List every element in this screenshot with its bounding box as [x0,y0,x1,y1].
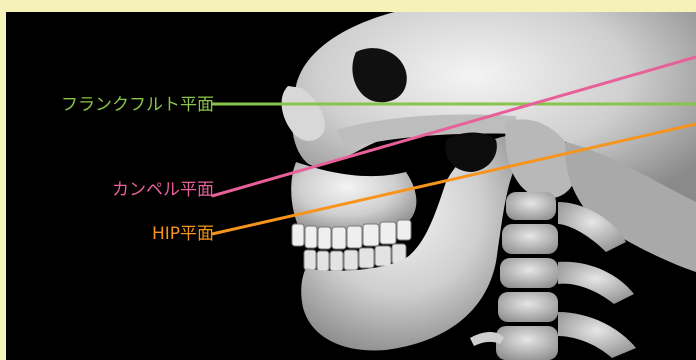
skull-3d-ct-image [6,12,696,360]
camper-plane-label: カンペル平面 [112,180,214,200]
hip-plane-label: HIP平面 [152,224,214,244]
camper-plane-line [212,57,696,196]
frankfort-plane-label: フランクフルト平面 [61,95,214,115]
hip-plane-line [212,124,696,234]
reference-planes [6,12,696,360]
